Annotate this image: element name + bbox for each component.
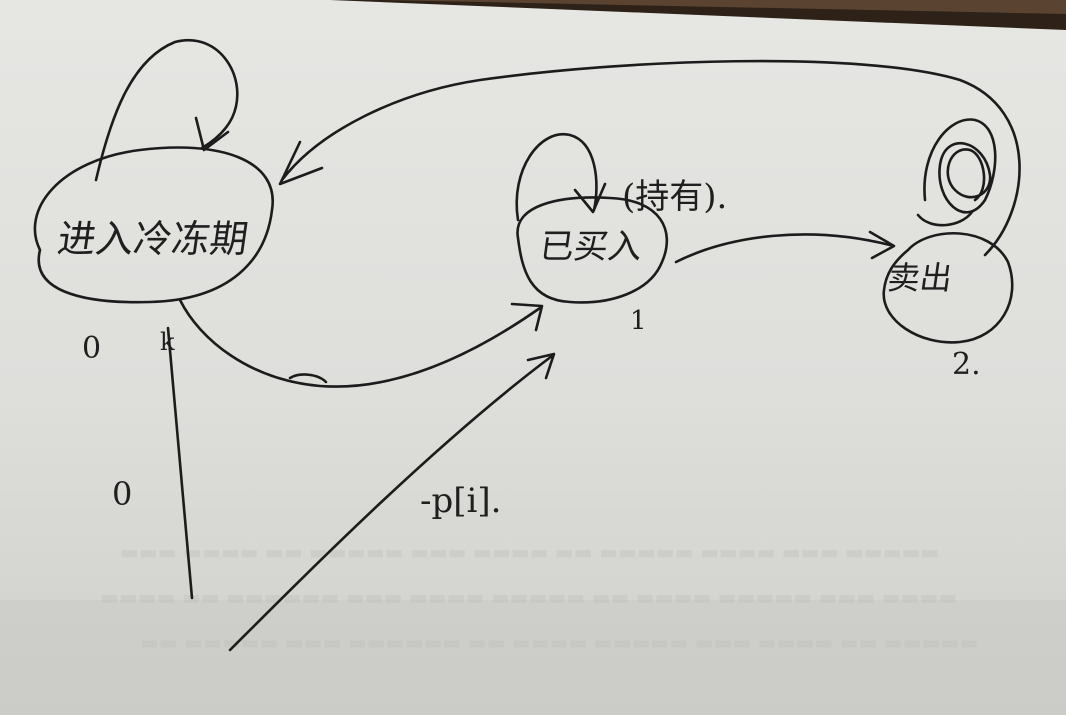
edge-1-to-2-arrowhead bbox=[868, 230, 896, 260]
state-2-scribble-tail bbox=[916, 210, 974, 227]
bleed-through-text: ▬▬▬ ▬▬▬▬ ▬▬ ▬▬▬▬▬ ▬▬▬ ▬▬▬▬ ▬▬ ▬▬▬▬▬ ▬▬▬▬… bbox=[120, 540, 940, 564]
edge-0-to-1 bbox=[178, 298, 542, 388]
edge-2-to-0 bbox=[280, 59, 1021, 257]
start-edge-0-label: 0 bbox=[112, 475, 133, 513]
bleed-through-text: ▬▬ ▬▬▬▬▬ ▬▬▬ ▬▬▬▬▬▬ ▬▬ ▬▬▬▬ ▬▬▬▬▬ ▬▬▬ ▬▬… bbox=[140, 630, 979, 654]
start-edge-to-1 bbox=[228, 354, 554, 652]
state-2-label: 卖出 bbox=[885, 259, 955, 297]
start-edge-p-label: -p[i]. bbox=[420, 481, 502, 521]
state-node-2-circle bbox=[882, 232, 1014, 344]
state-2-scribble-loop bbox=[923, 118, 997, 214]
edge-1-to-2 bbox=[674, 233, 892, 264]
state-0-number: 0 bbox=[82, 331, 102, 366]
edge-2-to-0-arrowhead bbox=[278, 140, 324, 186]
state-1-self-loop bbox=[515, 132, 598, 222]
state-1-label: 已买入 bbox=[537, 227, 645, 267]
start-edge-k-label: k bbox=[160, 328, 175, 356]
state-0-self-loop-arrowhead bbox=[194, 116, 230, 152]
state-0-self-loop bbox=[94, 38, 239, 182]
state-node-1-circle bbox=[516, 196, 668, 304]
edge-0-to-1-tick bbox=[288, 373, 328, 384]
start-edge-to-0 bbox=[166, 326, 194, 600]
state-1-number: 1 bbox=[630, 306, 647, 336]
state-1-self-loop-arrowhead bbox=[573, 182, 607, 214]
bleed-through-text: ▬▬▬▬ ▬▬ ▬▬▬▬▬▬ ▬▬▬ ▬▬▬▬ ▬▬▬▬▬ ▬▬ ▬▬▬▬ ▬▬… bbox=[100, 585, 958, 609]
edge-1-to-2-label: (持有). bbox=[622, 177, 728, 217]
state-2-number: 2. bbox=[952, 347, 981, 382]
state-0-label: 进入冷冻期 bbox=[54, 217, 252, 261]
start-edge-to-1-arrowhead bbox=[526, 352, 556, 380]
state-node-0-circle bbox=[33, 146, 274, 304]
edge-0-to-1-arrowhead bbox=[510, 302, 544, 332]
